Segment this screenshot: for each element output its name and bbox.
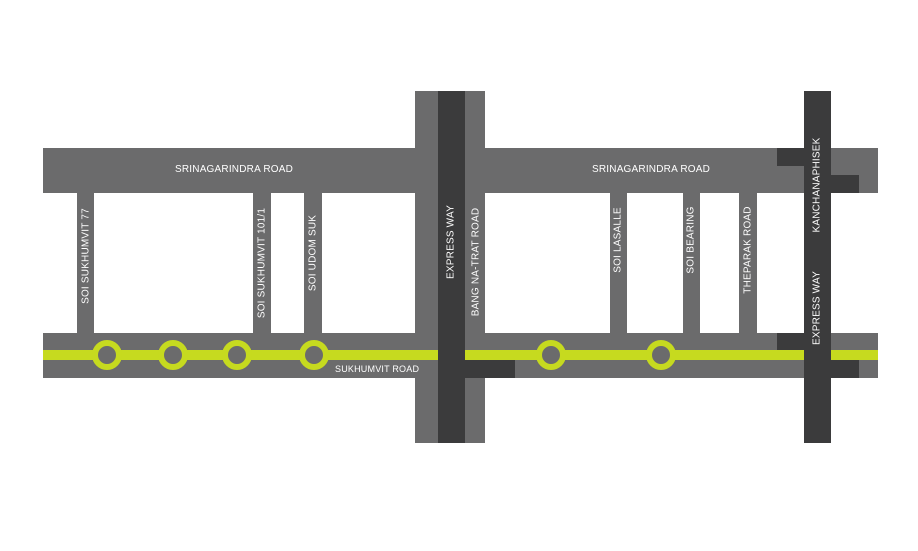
- soi-udom-suk-street: [304, 193, 322, 333]
- ramp-top-left: [777, 148, 804, 166]
- theparak-street: [739, 193, 757, 333]
- sukhumvit-label: SUKHUMVIT ROAD: [335, 364, 420, 374]
- kanchanaphisek-expressway: [804, 91, 831, 443]
- soi-lasalle-label: SOI LASALLE: [612, 207, 624, 273]
- soi-lasalle-street: [610, 193, 627, 333]
- soi-udom-suk-label: SOI UDOM SUK: [307, 214, 319, 292]
- ramp-bottom-left: [777, 333, 804, 350]
- station-marker[interactable]: [299, 340, 329, 370]
- station-marker[interactable]: [646, 340, 676, 370]
- theparak-label: THEPARAK ROAD: [742, 206, 754, 294]
- soi-bearing-street: [683, 193, 700, 333]
- expressway-right-label: EXPRESS WAY: [811, 271, 823, 345]
- kanchanaphisek-label: KANCHANAPHISEK: [811, 137, 823, 233]
- station-marker[interactable]: [536, 340, 566, 370]
- srinagarindra-label-left: SRINAGARINDRA ROAD: [175, 164, 294, 175]
- soi-sukhumvit-101-1-label: SOI SUKHUMVIT 101/1: [256, 207, 268, 319]
- srinagarindra-label-right: SRINAGARINDRA ROAD: [592, 164, 711, 175]
- ramp-bottom-right: [831, 360, 859, 378]
- bangna-trat-label: BANG NA-TRAT ROAD: [470, 207, 482, 317]
- station-marker[interactable]: [222, 340, 252, 370]
- soi-sukhumvit-101-1-street: [253, 193, 271, 333]
- soi-sukhumvit-77-street: [77, 193, 94, 333]
- station-marker[interactable]: [92, 340, 122, 370]
- station-marker[interactable]: [158, 340, 188, 370]
- expressway-left-label: EXPRESS WAY: [445, 205, 457, 279]
- expressway-ramp: [465, 360, 515, 378]
- ramp-top-right: [831, 175, 859, 193]
- soi-sukhumvit-77-label: SOI SUKHUMVIT 77: [80, 208, 92, 304]
- expressway-left: [438, 91, 465, 443]
- soi-bearing-label: SOI BEARING: [685, 206, 697, 274]
